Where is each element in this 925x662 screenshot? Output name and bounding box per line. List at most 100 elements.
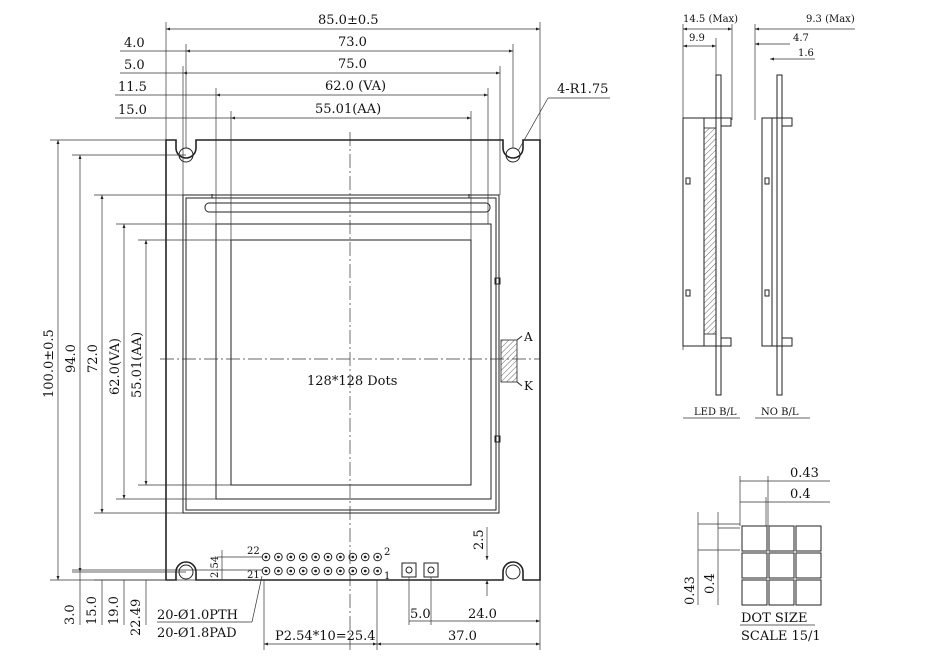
connector-pin (360, 566, 370, 576)
pin-hole (277, 555, 280, 559)
pin-hole (326, 555, 330, 559)
dot-cell (768, 552, 795, 579)
pin-21-label: 21 (247, 570, 260, 581)
dim-offset-aa: 15.0 (118, 103, 147, 118)
dot-count-label: 128*128 Dots (307, 374, 397, 389)
dim-led-max: 14.5 (Max) (683, 14, 738, 25)
pin-hole (289, 569, 293, 573)
dim-led-inner: 9.9 (689, 33, 705, 44)
pin-hole (339, 555, 342, 559)
dim-24: 24.0 (468, 607, 497, 622)
pad-label: 20-Ø1.8PAD (157, 626, 237, 641)
pin-hole (339, 569, 342, 573)
connector-pin (261, 552, 271, 562)
connector-pin (311, 566, 320, 576)
side-view-led: 14.5 (Max) 9.9 LED B/L (682, 14, 740, 419)
connector-pin (286, 566, 296, 576)
front-view: A K 128*128 Dots 85.0±0.5 73.0 4.0 75.0 … (42, 13, 610, 650)
dot-grid (741, 525, 822, 606)
pin-hole (376, 569, 379, 573)
pin-hole (351, 569, 355, 573)
dim-row-pitch: 2.54 (210, 556, 221, 578)
dim-aa-width: 55.01(AA) (315, 102, 381, 117)
connector-pin (311, 552, 320, 562)
dim-bottom-4: 22.49 (129, 599, 144, 636)
label-no-bl: NO B/L (761, 407, 799, 418)
dim-offset-va: 11.5 (118, 80, 147, 95)
dim-no-16: 1.6 (798, 48, 814, 59)
dim-dot-pitch-h: 0.43 (790, 466, 819, 481)
connector-pin (348, 566, 358, 576)
dim-37: 37.0 (448, 629, 477, 644)
pin-hole (264, 569, 268, 573)
pin-hole (363, 569, 367, 573)
pcb-outline (165, 139, 541, 581)
connector-pin (373, 566, 382, 576)
connector-pin (336, 566, 345, 576)
pin-hole (363, 555, 367, 559)
connector-pin (286, 552, 296, 562)
dim-va-width: 62.0 (VA) (325, 79, 386, 94)
cathode-label: K (524, 379, 534, 393)
connector-pin (274, 566, 283, 576)
viewing-area (215, 223, 492, 500)
pin-hole (301, 569, 305, 573)
active-area (230, 239, 472, 486)
pth-label: 20-Ø1.0PTH (157, 608, 238, 623)
dim-bottom-1: 3.0 (63, 604, 78, 625)
connector-pin (348, 552, 358, 562)
connector-pin (360, 552, 370, 562)
pin-1-label: 1 (384, 571, 390, 582)
panel-outline (182, 194, 500, 514)
pin-hole (351, 555, 355, 559)
pin-hole (264, 555, 268, 559)
pitch-label: P2.54*10=25.4 (275, 629, 376, 644)
dim-dot-size-h: 0.4 (790, 487, 811, 502)
dim-aa-height: 55.01(AA) (130, 332, 145, 398)
dim-offset-panel: 5.0 (124, 58, 145, 73)
dim-5: 5.0 (410, 607, 431, 622)
connector-pin (373, 552, 382, 562)
dim-dot-pitch-v: 0.43 (683, 576, 698, 605)
dim-bottom-3: 19.0 (107, 596, 122, 625)
pin-hole (326, 569, 330, 573)
connector-pin (274, 552, 283, 562)
dot-detail: 0.43 0.4 0.43 0.4 DOT SIZE SCALE 15/1 (683, 466, 830, 644)
dim-height-panel: 72.0 (86, 344, 101, 373)
label-led-bl: LED B/L (694, 407, 737, 418)
dim-va-height: 62.0(VA) (108, 338, 123, 395)
dot-size-title: DOT SIZE (741, 611, 807, 626)
dim-height-total: 100.0±0.5 (42, 329, 57, 398)
pin-22-label: 22 (247, 546, 260, 557)
dim-width-total: 85.0±0.5 (318, 13, 379, 28)
dot-cell (795, 552, 822, 579)
dot-cell (795, 525, 822, 552)
dot-scale-label: SCALE 15/1 (741, 629, 821, 644)
dim-dot-size-v: 0.4 (703, 573, 718, 594)
dot-cell (741, 525, 768, 552)
dim-no-max: 9.3 (Max) (806, 14, 855, 25)
connector-pins (261, 552, 382, 576)
pin-hole (277, 569, 280, 573)
dim-bottom-2: 15.0 (85, 596, 100, 625)
anode-label: A (523, 330, 533, 344)
dot-cell (768, 525, 795, 552)
dot-cell (741, 579, 768, 606)
connector-pin (323, 566, 333, 576)
dot-cell (768, 579, 795, 606)
pin-hole (289, 555, 293, 559)
hole-radius-label: 4-R1.75 (557, 82, 608, 97)
pin-hole (314, 555, 317, 559)
dim-height-holes: 94.0 (64, 344, 79, 373)
connector-pin (323, 552, 333, 562)
dim-offset-hole: 4.0 (124, 36, 145, 51)
connector-pin (261, 566, 271, 576)
dim-vertical-right: 2.5 (472, 529, 487, 550)
backlight-tab (500, 339, 518, 383)
dot-cell (741, 552, 768, 579)
dim-no-47: 4.7 (793, 33, 809, 44)
connector-pin (298, 552, 308, 562)
dim-panel-width: 75.0 (338, 57, 367, 72)
pin-2-label: 2 (384, 547, 390, 558)
